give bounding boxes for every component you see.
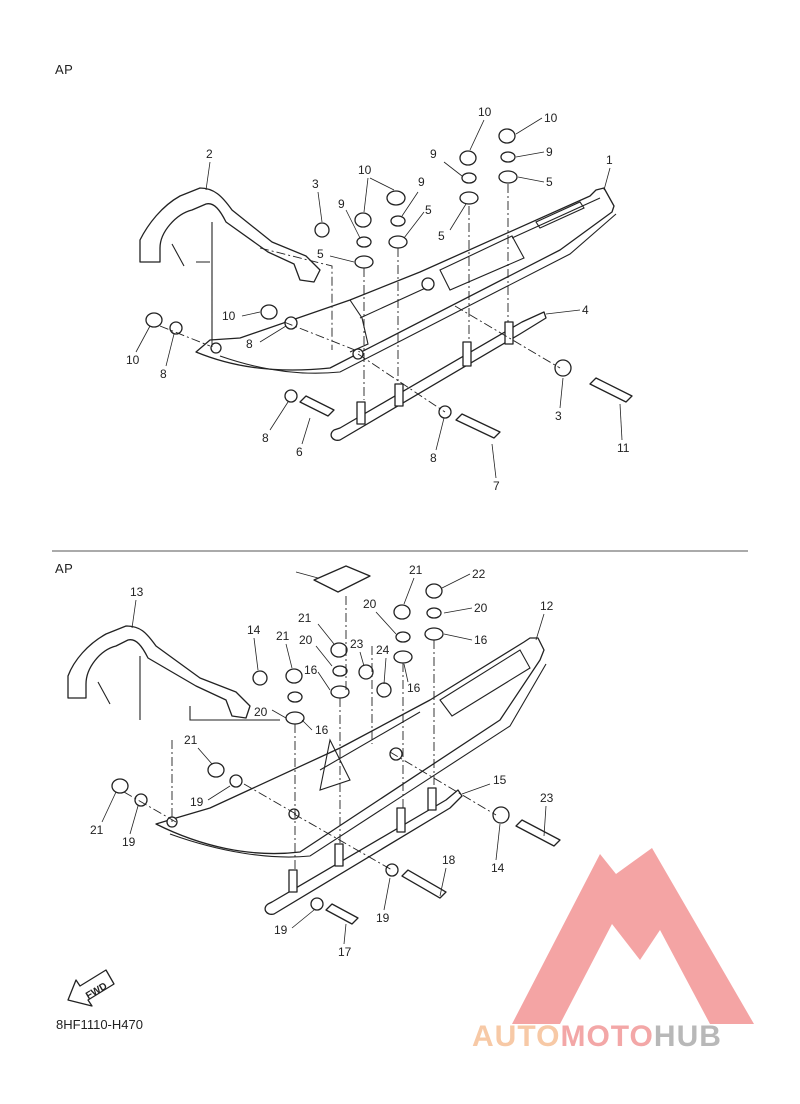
callout-20: 20 [474,601,488,615]
callout-22: 23 [540,791,554,805]
callout-14: 14 [247,623,261,637]
callouts-bottom: 12 13 14 14 15 16 16 16 16 17 18 19 19 [90,563,554,959]
watermark-brand: AUTOMOTOHUB [472,1020,722,1054]
callout-9: 9 [418,175,425,189]
callout-9: 9 [338,197,345,211]
ski-handle-top [139,187,321,283]
reference-code: 8HF1110-H470 [56,1017,143,1032]
callout-19: 19 [122,835,136,849]
callout-5: 5 [425,203,432,217]
callout-16: 16 [304,663,318,677]
watermark-part-auto: AUTO [472,1020,561,1053]
callout-19: 19 [274,923,288,937]
callout-21: 21 [298,611,312,625]
ski-body-top [195,187,615,371]
callout-15: 15 [493,773,507,787]
automotohub-logo-icon [512,848,754,1024]
callout-23: 23 [350,637,364,651]
callout-2: 2 [206,147,213,161]
callout-8: 8 [262,431,269,445]
callout-20: 20 [363,597,377,611]
callout-23: 24 [376,643,390,657]
callout-21: 22 [472,567,486,581]
callout-13: 13 [130,585,144,599]
callout-1: 1 [606,153,613,167]
callout-9: 9 [430,147,437,161]
callout-5: 5 [546,175,553,189]
watermark-part-moto: MOTO [560,1020,654,1053]
fwd-arrow-icon: FWD [67,969,115,1007]
callout-18: 18 [442,853,456,867]
callout-10: 10 [478,105,492,119]
callout-10: 10 [358,163,372,177]
bottom-hardware [111,583,561,925]
callout-17: 17 [338,945,352,959]
callout-10: 10 [126,353,140,367]
ski-handle-bottom [67,625,251,719]
callout-20: 20 [299,633,313,647]
section-label-top: AP [55,62,74,77]
ski-body-bottom [155,637,545,855]
top-hardware [145,128,633,439]
callout-19: 19 [376,911,390,925]
top-assembly [139,128,633,441]
callout-5: 5 [438,229,445,243]
callout-3: 3 [555,409,562,423]
callout-8: 8 [246,337,253,351]
callout-3: 3 [312,177,319,191]
section-label-bottom: AP [55,561,74,576]
watermark-part-hub: HUB [653,1020,722,1053]
callout-8: 8 [430,451,437,465]
callout-9: 9 [546,145,553,159]
callout-21: 21 [276,629,290,643]
callout-11: 11 [617,441,630,455]
bottom-assembly [67,565,561,925]
callout-21: 21 [90,823,104,837]
callout-19: 19 [190,795,204,809]
callout-10: 10 [222,309,236,323]
ski-runner-top [330,311,547,441]
callout-21: 21 [409,563,423,577]
callouts-top: 1 2 3 3 4 5 5 5 5 6 7 8 8 8 [126,105,630,493]
callout-5: 5 [317,247,324,261]
callout-7: 7 [493,479,500,493]
plate-24 [313,565,371,593]
callout-10: 10 [544,111,558,125]
ski-runner-bottom [264,789,463,915]
callout-8: 8 [160,367,167,381]
callout-16: 16 [315,723,329,737]
callout-21: 21 [184,733,198,747]
callout-16: 16 [407,681,421,695]
callout-16: 16 [474,633,488,647]
callout-14: 14 [491,861,505,875]
callout-12: 12 [540,599,554,613]
callout-20: 20 [254,705,268,719]
callout-4: 4 [582,303,589,317]
callout-6: 6 [296,445,303,459]
